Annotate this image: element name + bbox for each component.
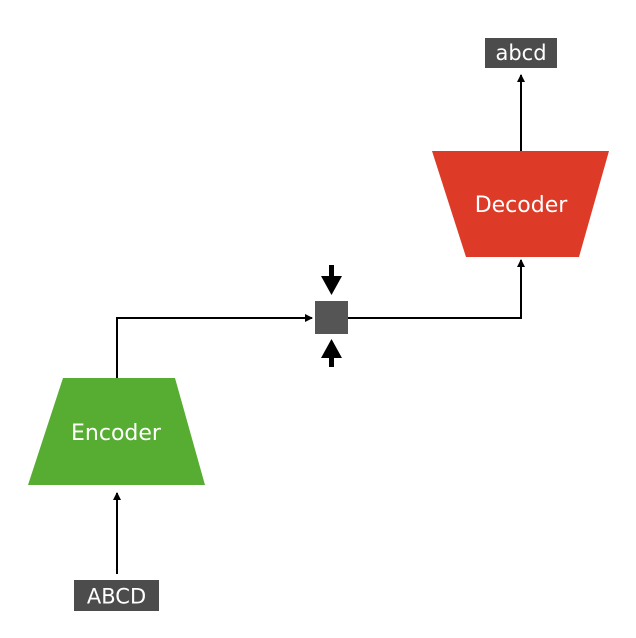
output-tag-label: abcd — [495, 41, 546, 65]
decoder-label: Decoder — [475, 193, 569, 218]
arrow-encoder-to-latent — [116, 314, 313, 378]
output-tag-box — [485, 38, 557, 68]
output-tag: abcd — [485, 38, 557, 68]
encoder-block: Encoder — [28, 378, 205, 485]
input-tag-label: ABCD — [87, 585, 146, 609]
input-tag: ABCD — [74, 580, 159, 611]
decoder-block: Decoder — [432, 151, 609, 257]
compress-arrow-bottom-icon — [321, 339, 342, 367]
encoder-shape — [28, 378, 205, 485]
compress-arrow-top-icon — [321, 265, 342, 295]
decoder-shape — [432, 151, 609, 257]
input-tag-box — [74, 580, 159, 611]
encoder-label: Encoder — [71, 421, 162, 446]
latent-bottleneck — [315, 265, 348, 367]
latent-node — [315, 301, 348, 334]
arrow-latent-to-decoder — [348, 259, 525, 319]
